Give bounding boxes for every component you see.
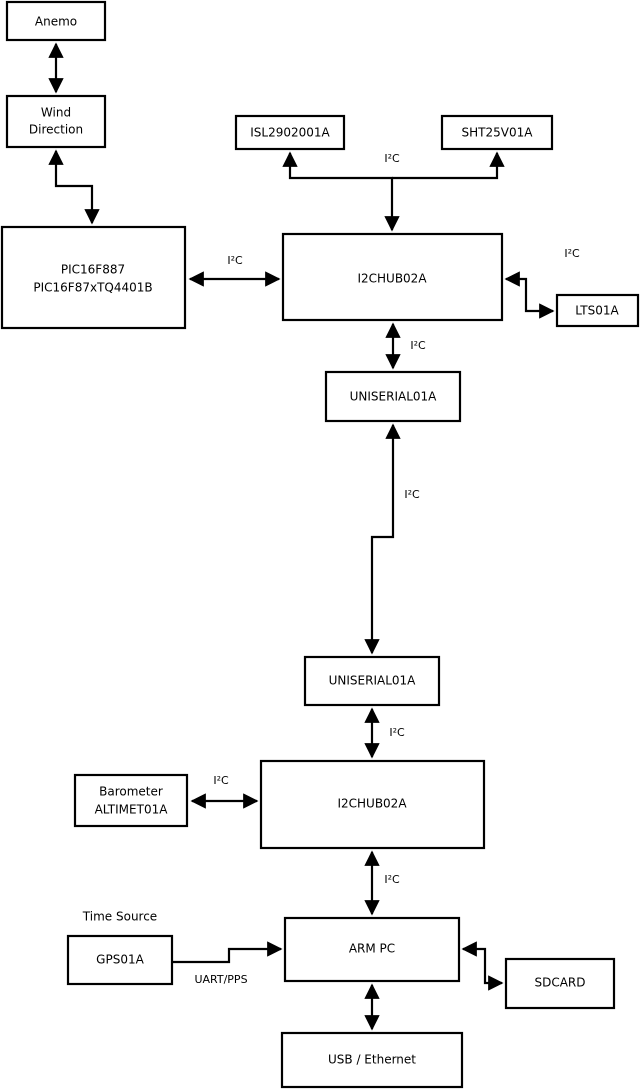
free-labels: Time Source xyxy=(82,910,157,924)
block-lts01a-rect[interactable] xyxy=(555,293,640,328)
block-pic-mcu-label-line1: PIC16F887 xyxy=(61,263,125,277)
block-uniserial01a-lower-label: UNISERIAL01A xyxy=(329,674,417,688)
edge-armpc-sdcard xyxy=(461,941,504,991)
block-isl2902001a-label: ISL2902001A xyxy=(250,126,330,140)
edge-label-hub-sensors: I²C xyxy=(384,152,400,165)
block-usb-ethernet-label: USB / Ethernet xyxy=(328,1053,416,1067)
block-arm-pc[interactable]: ARM PC xyxy=(283,916,461,983)
edge-label-uniserial-link: I²C xyxy=(404,488,420,501)
block-pic-mcu-label-line2: PIC16F87xTQ4401B xyxy=(33,281,152,295)
block-uniserial01a-lower[interactable]: UNISERIAL01A xyxy=(303,655,441,707)
block-arm-pc-label: ARM PC xyxy=(349,942,395,956)
block-usb-ethernet[interactable]: USB / Ethernet xyxy=(280,1031,464,1089)
edge-label-uniserial2-hub: I²C xyxy=(389,726,405,739)
block-barometer[interactable]: Barometer ALTIMET01A xyxy=(73,773,189,828)
edge-label-hub-uniserial1: I²C xyxy=(410,339,426,352)
edge-label-hub-armpc: I²C xyxy=(384,873,400,886)
block-sdcard-rect[interactable] xyxy=(504,957,616,1010)
edge-pic-wind xyxy=(48,149,100,225)
block-wind-direction-label-line1: Wind xyxy=(41,106,71,120)
block-sdcard-label: SDCARD xyxy=(534,976,585,990)
block-i2chub02a-top-rect[interactable] xyxy=(281,232,504,322)
block-pic-mcu[interactable]: PIC16F887 PIC16F87xTQ4401B xyxy=(0,225,187,330)
block-anemo-label: Anemo xyxy=(35,15,77,29)
block-gps01a-label: GPS01A xyxy=(96,953,144,967)
block-gps01a-rect[interactable] xyxy=(66,934,174,986)
block-barometer-label-line1: Barometer xyxy=(99,785,163,799)
block-sht25v01a-label: SHT25V01A xyxy=(462,126,534,140)
block-i2chub02a-bottom-label: I2CHUB02A xyxy=(337,797,407,811)
block-wind-direction-label-line2: Direction xyxy=(29,123,83,137)
edge-label-barometer-hub: I²C xyxy=(213,774,229,787)
edge-label-gps-armpc: UART/PPS xyxy=(194,973,247,986)
block-anemo-rect[interactable] xyxy=(5,0,107,42)
edge-gps-armpc xyxy=(172,941,283,964)
edge-label-hub-lts: I²C xyxy=(564,247,580,260)
block-isl2902001a-rect[interactable] xyxy=(234,114,346,151)
block-isl2902001a[interactable]: ISL2902001A xyxy=(234,114,346,151)
block-usb-ethernet-rect[interactable] xyxy=(280,1031,464,1089)
block-arm-pc-rect[interactable] xyxy=(283,916,461,983)
block-i2chub02a-top[interactable]: I2CHUB02A xyxy=(281,232,504,322)
edge-labels: I²C I²C I²C I²C I²C I²C I²C I²C UART/PPS xyxy=(194,152,580,986)
block-anemo[interactable]: Anemo xyxy=(5,0,107,42)
block-barometer-rect[interactable] xyxy=(73,773,189,828)
label-time-source: Time Source xyxy=(82,910,157,924)
block-uniserial01a-lower-rect[interactable] xyxy=(303,655,441,707)
block-i2chub02a-bottom[interactable]: I2CHUB02A xyxy=(259,759,486,850)
block-barometer-label-line2: ALTIMET01A xyxy=(95,803,169,817)
block-i2chub02a-top-label: I2CHUB02A xyxy=(357,272,427,286)
block-wind-direction-rect[interactable] xyxy=(5,94,107,149)
edge-label-pic-hub: I²C xyxy=(227,254,243,267)
block-wind-direction[interactable]: Wind Direction xyxy=(5,94,107,149)
block-uniserial01a-upper-rect[interactable] xyxy=(324,370,462,423)
edge-hubtop-sht xyxy=(392,151,505,180)
block-uniserial01a-upper-label: UNISERIAL01A xyxy=(350,390,438,404)
block-uniserial01a-upper[interactable]: UNISERIAL01A xyxy=(324,370,462,423)
block-i2chub02a-bottom-rect[interactable] xyxy=(259,759,486,850)
block-sht25v01a-rect[interactable] xyxy=(440,114,554,151)
edge-uniserial1-uniserial2 xyxy=(364,423,401,655)
block-pic-mcu-rect[interactable] xyxy=(0,225,187,330)
edge-hubtop-sensors-bus xyxy=(282,151,400,232)
block-lts01a[interactable]: LTS01A xyxy=(555,293,640,328)
connectors xyxy=(48,42,555,1031)
block-sht25v01a[interactable]: SHT25V01A xyxy=(440,114,554,151)
edge-hubtop-lts xyxy=(504,271,555,319)
block-gps01a[interactable]: GPS01A xyxy=(66,934,174,986)
block-lts01a-label: LTS01A xyxy=(575,304,619,318)
block-sdcard[interactable]: SDCARD xyxy=(504,957,616,1010)
